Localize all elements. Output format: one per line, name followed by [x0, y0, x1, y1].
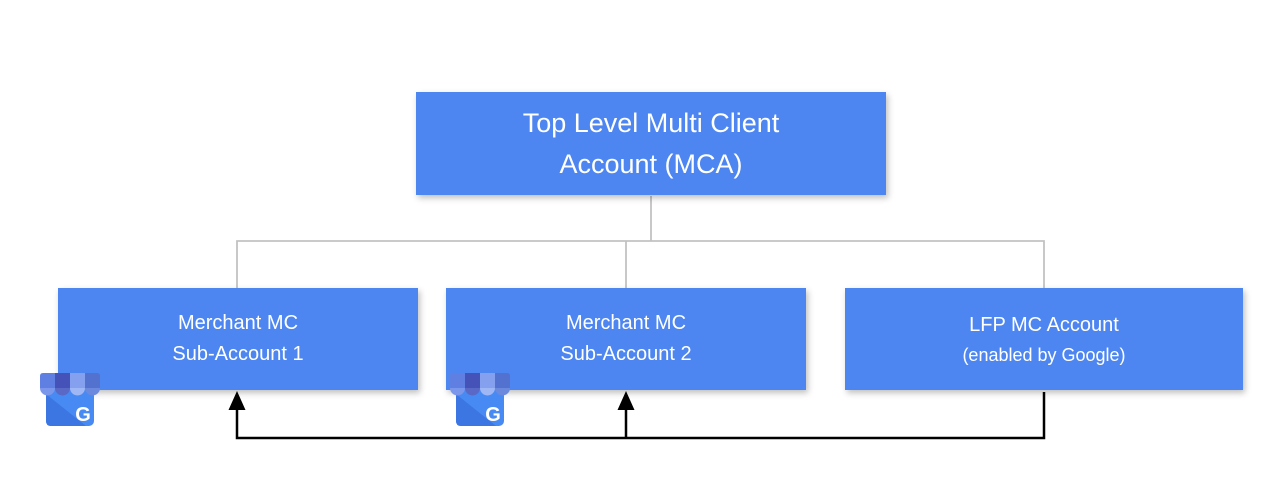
- awning-stripe: [40, 373, 55, 388]
- awning-stripe: [70, 373, 85, 388]
- node-merchant-sub-account-1: Merchant MC Sub-Account 1: [58, 288, 418, 390]
- awning-stripe: [495, 373, 510, 388]
- google-g-letter: G: [485, 404, 501, 426]
- google-business-storefront-icon: G: [40, 373, 100, 426]
- node-label-line: Sub-Account 1: [172, 343, 304, 365]
- awning-stripe: [55, 373, 70, 388]
- node-label-line: (enabled by Google): [962, 344, 1126, 365]
- awning-stripe: [480, 373, 495, 388]
- storefront-shade: [46, 394, 86, 426]
- google-g-letter: G: [75, 404, 91, 426]
- node-label-line: LFP MC Account: [969, 313, 1119, 336]
- node-top-level-mca: Top Level Multi Client Account (MCA): [416, 92, 886, 195]
- awning-stripe: [85, 373, 100, 388]
- node-label-line: Top Level Multi Client: [522, 107, 780, 138]
- arrowhead-up-icon: [228, 391, 635, 410]
- feedback-arrow-line: [235, 392, 1046, 440]
- awning-stripe: [450, 373, 465, 388]
- node-label-line: Merchant MC: [177, 312, 299, 334]
- tree-connector-line: [236, 196, 1045, 288]
- google-business-storefront-icon: G: [450, 373, 510, 426]
- node-lfp-mc-account: LFP MC Account (enabled by Google): [845, 288, 1243, 390]
- awning-stripe: [465, 373, 480, 388]
- storefront-shade: [456, 394, 496, 426]
- node-label-line: Merchant MC: [565, 312, 687, 334]
- node-label-line: Sub-Account 2: [560, 343, 692, 365]
- node-label-line: Account (MCA): [559, 148, 743, 179]
